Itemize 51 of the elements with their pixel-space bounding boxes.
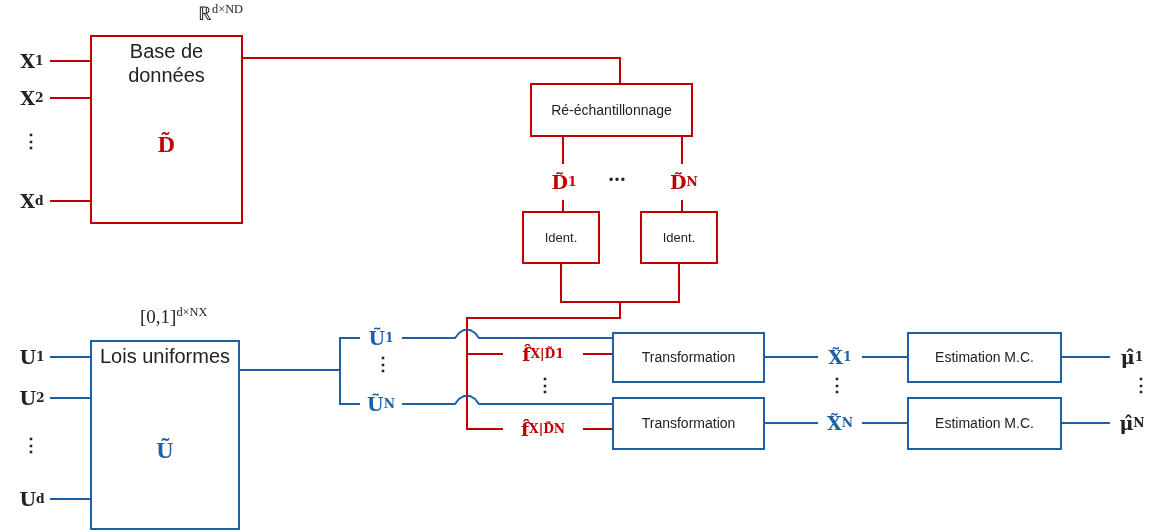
connector-line	[681, 199, 683, 212]
connector-line	[861, 356, 908, 358]
ellipsis-mark: ⋮	[22, 132, 40, 150]
dimension-label: [0,1]$^{d×NX}$	[140, 306, 208, 327]
process-box	[612, 397, 765, 450]
box-title: Ident.	[662, 229, 696, 246]
process-box	[522, 211, 600, 264]
connector-line	[1061, 356, 1111, 358]
connector-line	[681, 136, 683, 165]
math-symbol: D̃	[157, 131, 176, 158]
connector-line	[49, 97, 91, 99]
connector-line	[764, 422, 819, 424]
connector-line	[49, 60, 91, 62]
connector-line	[49, 200, 91, 202]
connector-line	[239, 369, 361, 405]
box-title: Transformation	[641, 349, 736, 366]
process-box	[90, 340, 240, 530]
box-title: Base de données	[127, 39, 206, 87]
box-title: Estimation M.C.	[935, 349, 1034, 366]
process-box	[640, 211, 718, 264]
connector-line	[401, 395, 613, 405]
box-title: Transformation	[641, 415, 736, 432]
ellipsis-mark: ⋮	[374, 355, 392, 373]
connector-line	[49, 397, 91, 399]
box-title: Lois uniformes	[98, 344, 232, 368]
connector-line	[861, 422, 908, 424]
process-box	[612, 332, 765, 383]
box-title: Estimation M.C.	[935, 415, 1034, 432]
math-symbol: Ũ	[156, 436, 174, 464]
connector-line	[764, 356, 819, 358]
connector-line	[1061, 422, 1111, 424]
connector-line	[562, 199, 564, 212]
process-box	[907, 332, 1062, 383]
box-title: Ident.	[544, 229, 578, 246]
ellipsis-mark: ⋮	[22, 436, 40, 454]
connector-line	[242, 57, 621, 84]
process-box	[530, 83, 693, 137]
connector-line	[582, 428, 613, 430]
connector-line	[562, 136, 564, 165]
process-box	[90, 35, 243, 224]
ellipsis-mark: …	[608, 166, 626, 184]
process-box	[907, 397, 1062, 450]
ellipsis-mark: ⋮	[536, 376, 554, 394]
box-title: Ré-échantillonnage	[551, 101, 672, 119]
ellipsis-mark: ⋮	[828, 376, 846, 394]
dimension-label: ℝ$^{d×ND}$	[198, 3, 243, 24]
connector-line	[401, 329, 613, 339]
ellipsis-mark: ⋮	[1132, 376, 1150, 394]
connector-line	[49, 498, 91, 500]
connector-line	[582, 353, 613, 355]
connector-line	[49, 356, 91, 358]
